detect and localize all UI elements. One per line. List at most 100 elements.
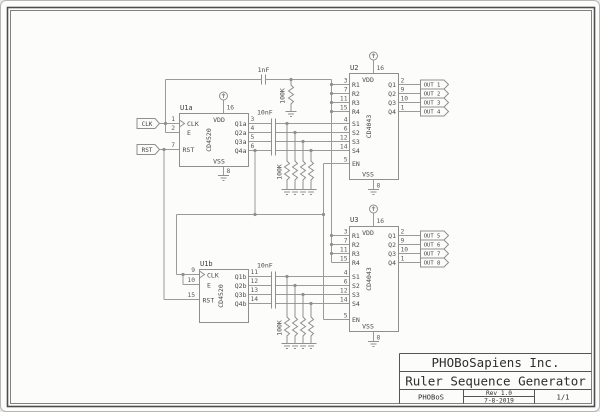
svg-text:OUT 8: OUT 8 [424,261,441,267]
port-out7[interactable]: OUT 7 [420,248,450,259]
clock-edge-icon [199,270,206,279]
svg-text:5: 5 [344,157,348,164]
svg-text:10nF: 10nF [257,109,273,117]
svg-text:7: 7 [171,142,175,149]
page-number: 1/1 [557,393,570,402]
svg-text:1: 1 [171,116,175,123]
component-u1a[interactable]: U1a 1 2 7 CLK E RST 3 4 5 6 Q1a Q2a Q3a … [171,104,254,175]
svg-text:15: 15 [340,105,348,112]
svg-text:2: 2 [171,125,175,132]
svg-text:5: 5 [251,134,255,141]
resistor-bank-a[interactable]: 100K [276,123,315,190]
svg-text:R4: R4 [352,259,360,267]
svg-text:Q2: Q2 [388,90,396,98]
svg-text:E: E [187,129,191,137]
svg-text:Q3a: Q3a [235,138,247,146]
svg-text:8: 8 [377,335,381,342]
svg-text:S1: S1 [352,273,360,281]
port-out4[interactable]: OUT 4 [420,106,450,117]
svg-text:5: 5 [344,313,348,320]
svg-text:S2: S2 [352,129,360,137]
svg-text:Q3: Q3 [388,99,396,107]
port-clk-label: CLK [142,121,153,128]
svg-text:Q3b: Q3b [235,291,247,299]
svg-text:3: 3 [344,229,348,236]
svg-text:8: 8 [377,183,381,190]
svg-text:EN: EN [352,316,360,324]
svg-text:Q4b: Q4b [235,300,247,308]
svg-text:S2: S2 [352,282,360,290]
u1b-part: CD4520 [217,284,225,308]
svg-text:S4: S4 [352,147,360,155]
svg-text:R3: R3 [352,250,360,258]
port-out5[interactable]: OUT 5 [420,230,450,241]
svg-text:6: 6 [344,126,348,133]
sheet-title: Ruler Sequence Generator [405,374,586,389]
svg-text:14: 14 [340,297,348,304]
resistor-r-clk[interactable]: 100K [279,79,295,112]
ground-icons [218,111,379,349]
component-u2[interactable]: U2 3 7 11 15 R1 R2 R3 R4 4 6 12 14 S1 S2… [340,64,408,190]
port-out8[interactable]: OUT 8 [420,257,450,268]
svg-text:RST: RST [203,297,215,305]
port-out6[interactable]: OUT 6 [420,239,450,250]
title-block[interactable]: PHOBoSapiens Inc. Ruler Sequence Generat… [399,353,592,405]
svg-text:R2: R2 [352,90,360,98]
svg-text:11: 11 [340,96,348,103]
svg-text:Q3: Q3 [388,250,396,258]
svg-text:Q2b: Q2b [235,282,247,290]
svg-text:S1: S1 [352,120,360,128]
port-clk[interactable]: CLK [136,118,161,129]
svg-text:Q4: Q4 [388,259,396,267]
svg-text:VSS: VSS [362,171,374,179]
component-u1b[interactable]: U1b 9 10 15 CLK E RST 11 12 13 14 Q1b Q2… [187,260,258,323]
svg-text:6: 6 [251,143,255,150]
capacitor-bank-a[interactable]: 10nF [257,109,276,156]
svg-text:OUT 6: OUT 6 [424,243,441,249]
capacitor-c-clk[interactable]: 1nF [258,66,270,85]
u3-ref: U3 [350,216,358,224]
port-rst[interactable]: RST [136,144,161,155]
svg-text:6: 6 [344,279,348,286]
svg-text:Q2: Q2 [388,241,396,249]
u3-part: CD4043 [365,267,373,291]
project-name: PHOBoS [418,393,444,402]
svg-text:S4: S4 [352,300,360,308]
svg-text:R2: R2 [352,241,360,249]
svg-text:R1: R1 [352,81,360,89]
svg-text:Q2a: Q2a [235,129,247,137]
svg-text:12: 12 [340,288,348,295]
port-rst-label: RST [142,147,153,154]
vdd-power-icon [219,91,228,101]
svg-text:7: 7 [344,238,348,245]
svg-text:14: 14 [340,144,348,151]
port-out2[interactable]: OUT 2 [420,88,450,99]
svg-text:R4: R4 [352,108,360,116]
svg-text:100K: 100K [276,320,284,336]
svg-text:OUT 7: OUT 7 [424,252,441,258]
capacitor-bank-b[interactable]: 10nF [257,262,276,309]
net-wires[interactable] [159,60,421,341]
svg-text:EN: EN [352,160,360,168]
port-out3[interactable]: OUT 3 [420,97,450,108]
u2-part: CD4043 [365,115,373,139]
port-out1[interactable]: OUT 1 [420,79,450,90]
svg-text:13: 13 [251,287,259,294]
svg-text:3: 3 [251,116,255,123]
svg-text:10nF: 10nF [257,262,273,270]
date: 7-8-2019 [484,398,514,405]
u2-ref: U2 [350,64,358,72]
component-u3[interactable]: U3 3 7 11 15 R1 R2 R3 R4 4 6 12 14 S1 S2… [340,216,408,342]
svg-text:15: 15 [340,256,348,263]
company-name: PHOBoSapiens Inc. [432,355,560,370]
svg-text:11: 11 [251,269,259,276]
resistor-bank-b[interactable]: 100K [276,276,315,344]
svg-text:9: 9 [191,267,195,274]
svg-text:Q1a: Q1a [235,120,247,128]
revision: Rev 1.0 [486,390,512,397]
vdd-power-icon [369,51,378,61]
svg-text:16: 16 [227,105,235,112]
vdd-power-icon [369,204,378,214]
svg-text:7: 7 [344,87,348,94]
